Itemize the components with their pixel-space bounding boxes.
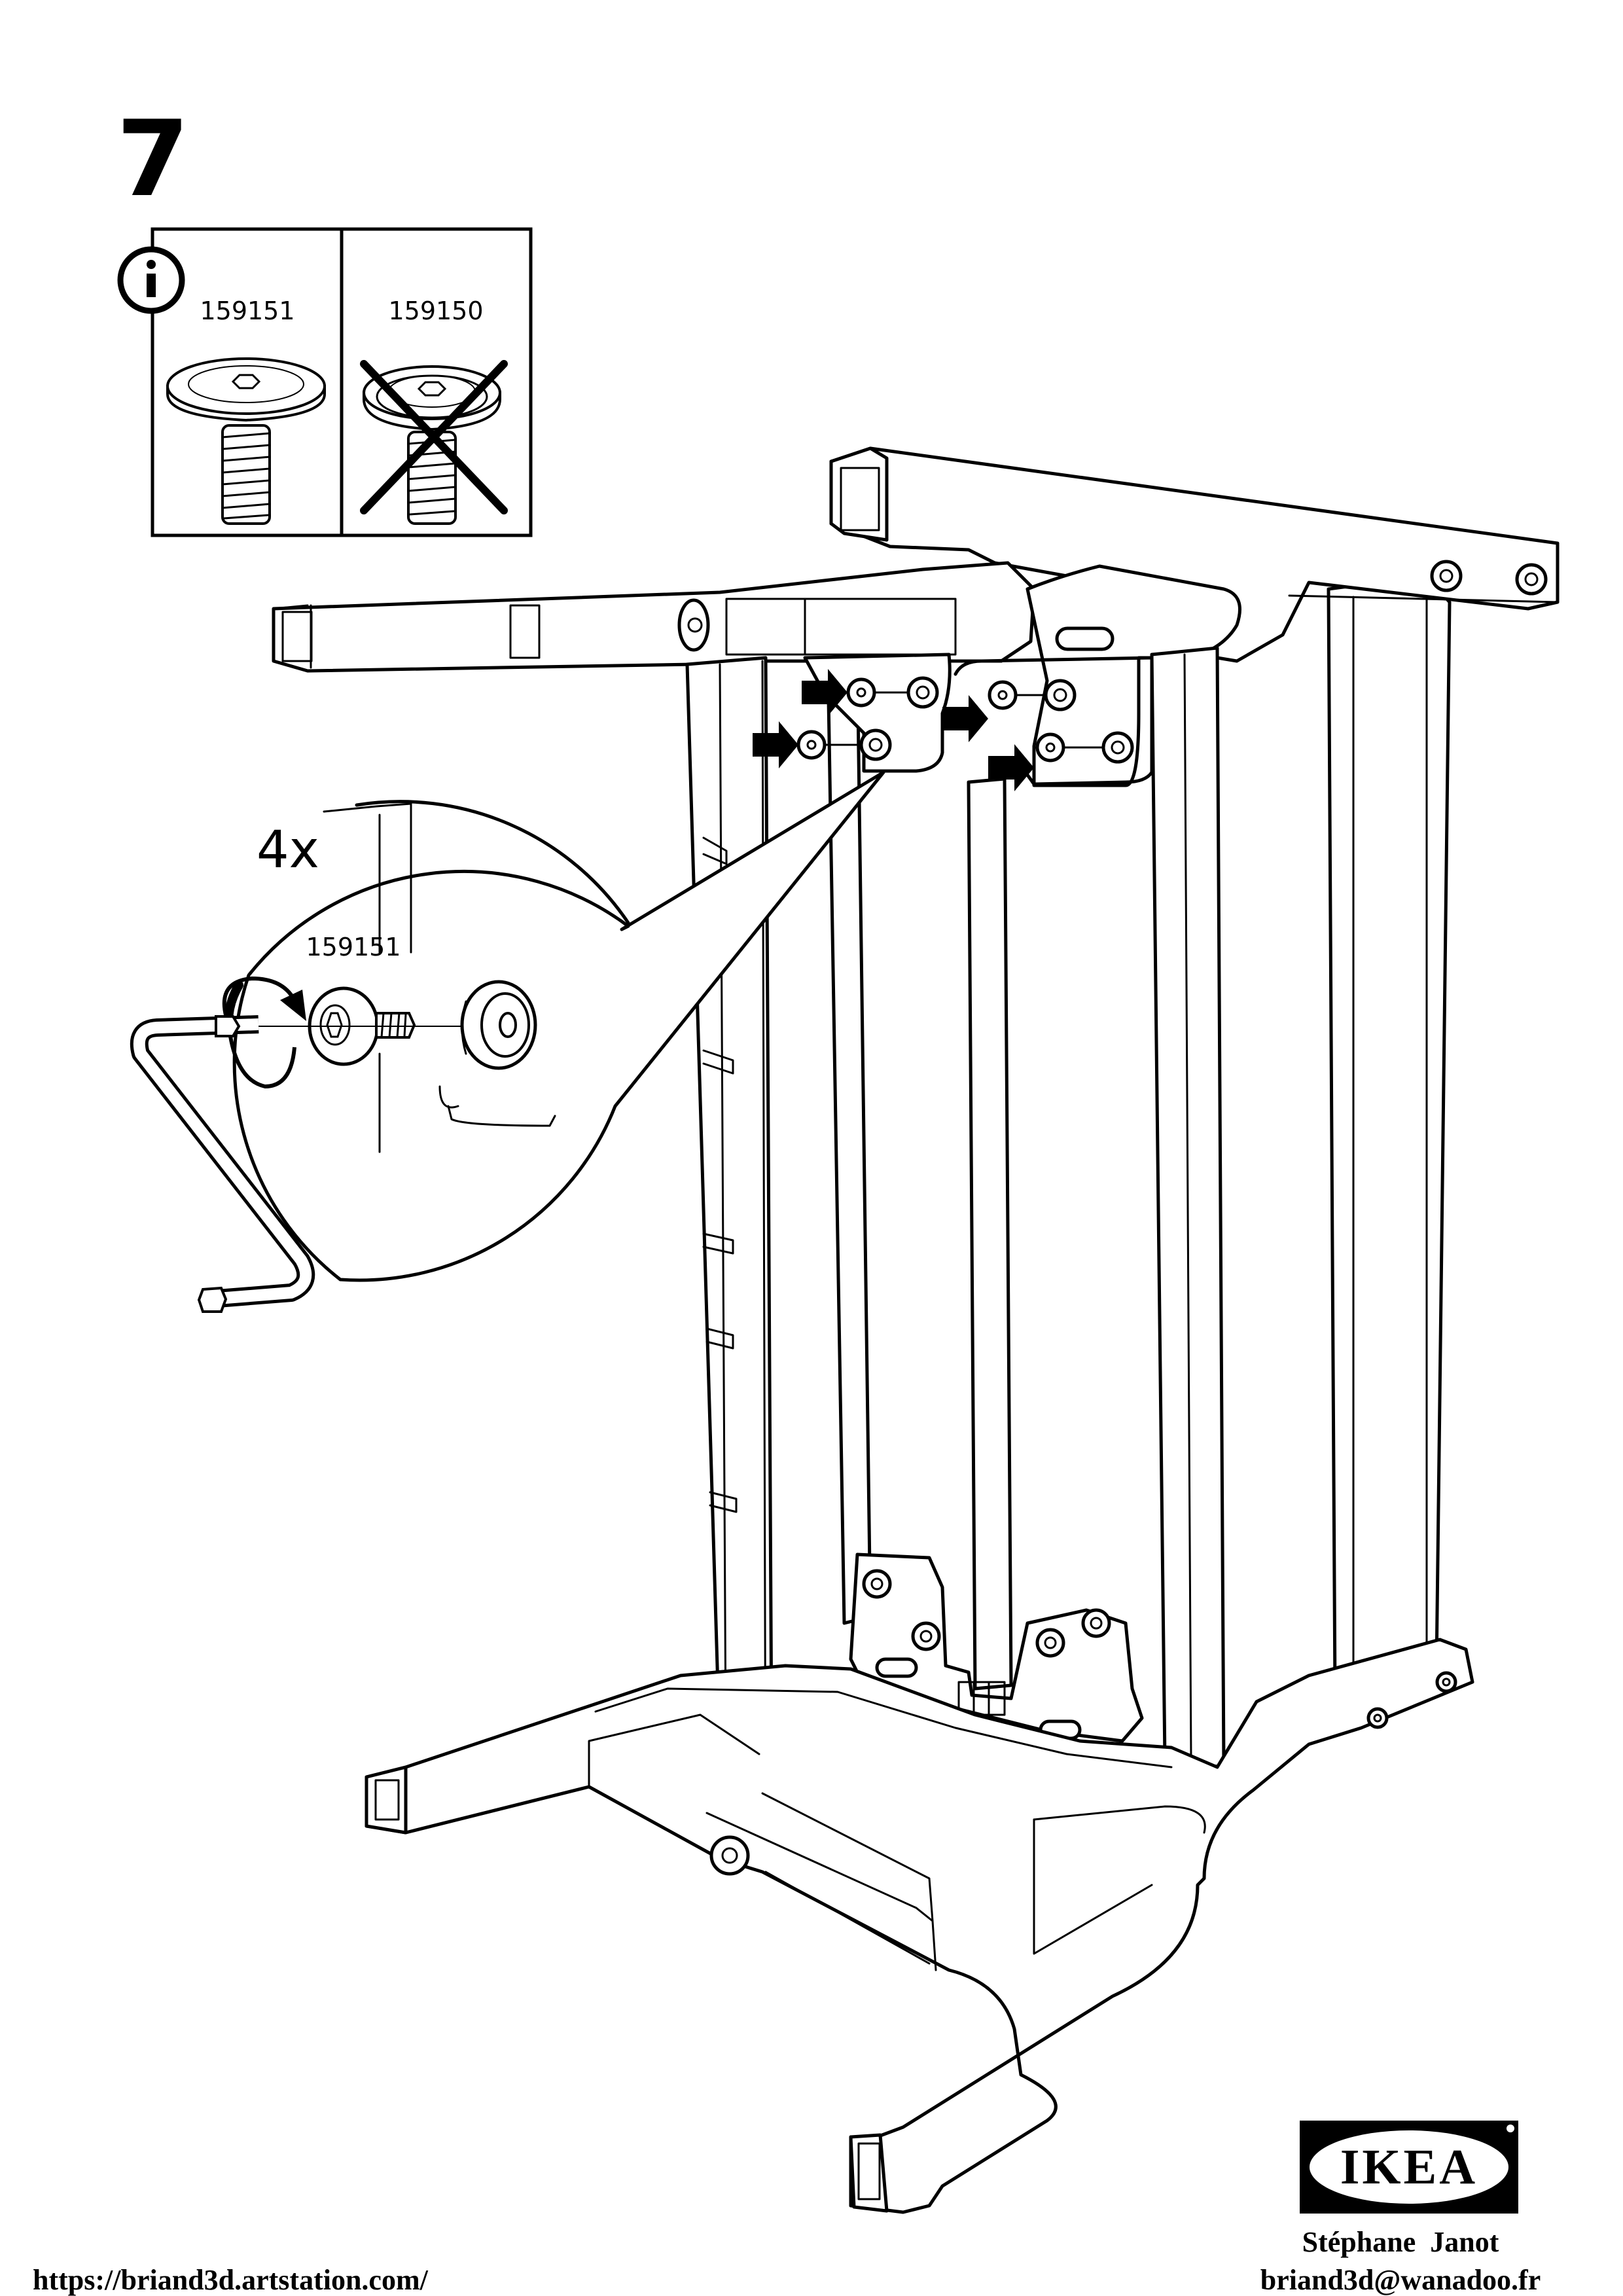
author-name: Stéphane Janot <box>1302 2226 1499 2258</box>
arrow-right-icon <box>753 721 798 768</box>
website-url: https://briand3d.artstation.com/ <box>33 2264 429 2296</box>
flat-head-bolt-icon <box>166 357 326 525</box>
bolt-point-3 <box>942 679 1077 742</box>
quantity-label: 4x <box>257 821 319 880</box>
detail-callout: 4x 159151 <box>130 770 885 1313</box>
arrow-right-icon <box>802 669 847 716</box>
step-number: 7 <box>116 98 189 220</box>
info-panel: 159151 159150 <box>117 227 533 537</box>
base-bolt-front <box>709 1835 750 1876</box>
detail-part-number: 159151 <box>306 933 401 961</box>
front-top-rail <box>272 561 1036 673</box>
bolt-point-4 <box>988 731 1134 791</box>
front-rail-bolt <box>677 598 710 652</box>
bolt-point-1 <box>802 669 939 716</box>
furniture-frame <box>272 446 1560 2214</box>
bolt-insertion-points <box>753 656 1154 791</box>
ikea-logo-text: IKEA <box>1340 2140 1478 2195</box>
base-foot-cap-left <box>365 1765 408 1835</box>
author-email: briand3d@wanadoo.fr <box>1260 2264 1541 2296</box>
detail-bolt <box>249 986 497 1066</box>
back-rail-bolt-right <box>1515 563 1548 596</box>
side-rail <box>1026 564 1241 787</box>
side-rail-slot <box>1055 626 1115 651</box>
arrow-right-icon <box>942 695 988 742</box>
base-foot-cap-front <box>849 2133 889 2213</box>
detail-receiving-hole <box>460 980 537 1070</box>
base-bolt-right-2 <box>1435 1671 1457 1693</box>
bracket-bolts <box>862 1569 1111 1658</box>
callout-bubble <box>232 770 885 1282</box>
base-bolt-right-1 <box>1366 1707 1389 1729</box>
correct-part-number: 159151 <box>200 296 294 325</box>
back-rail-bolt-left <box>1430 560 1463 592</box>
arrow-right-icon <box>988 744 1034 791</box>
allen-key-icon <box>130 1015 315 1313</box>
bolt-point-2 <box>753 721 892 768</box>
crossed-out-bolt-icon <box>360 360 508 525</box>
ikea-logo: IKEA <box>1300 2121 1518 2214</box>
inner-column-center <box>967 777 1013 1691</box>
base-frame <box>365 1638 1474 2214</box>
wrong-part-number: 159150 <box>388 296 483 325</box>
info-icon <box>117 246 185 314</box>
back-right-leg <box>1327 574 1452 1697</box>
